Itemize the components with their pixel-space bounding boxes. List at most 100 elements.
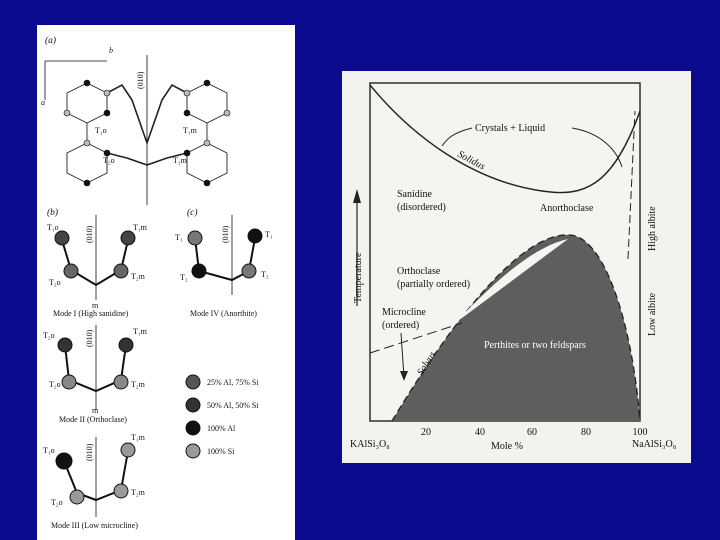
mode4-t2-right-label: T₂	[261, 270, 269, 279]
perthites-label: Perthites or two feldspars	[484, 340, 586, 351]
site-t1o-label: T₁o	[95, 126, 107, 135]
mode2-chain	[64, 344, 127, 393]
legend-50al-swatch	[185, 397, 201, 413]
x-right-endmember: NaAlSi₃O₈	[632, 439, 677, 450]
site-t2o-label: T₂o	[103, 156, 115, 165]
microcline-orthoclase-boundary	[369, 322, 463, 354]
mode1-t2m-label: T₂m	[131, 272, 146, 281]
mode2-mirror-label: (010)	[85, 329, 94, 347]
mode3-t1m-label: T₁m	[131, 433, 146, 442]
mode1-t2o-atom	[63, 263, 79, 279]
mode4-chain	[194, 237, 256, 282]
mode4-t2-left-atom	[191, 263, 207, 279]
legend-100si-label: 100% Si	[207, 447, 235, 456]
mode4-t2-left-label: T₂	[180, 273, 188, 282]
orthoclase-label: Orthoclase	[397, 266, 441, 277]
mode1-m-label: m	[92, 301, 99, 310]
mode2-t1m-label: T₁m	[133, 327, 148, 336]
x-left-endmember: KAlSi₃O₈	[350, 439, 390, 450]
mode3-t2o-label: T₂o	[51, 498, 63, 507]
axis-a-label: a	[41, 98, 45, 107]
legend-100al-swatch	[185, 420, 201, 436]
mode2-t2m-label: T₂m	[131, 380, 146, 389]
anorthoclase-label: Anorthoclase	[540, 203, 594, 214]
mode4-t1-right-atom	[247, 228, 263, 244]
legend-100al-label: 100% Al	[207, 424, 236, 433]
x-axis-label: Mole %	[491, 441, 523, 452]
feldspar-ordering-figure: (a) b a (010) T₁o T₁m T₂o T₂m (b) (010) …	[37, 25, 295, 540]
gap-edge-mask	[454, 239, 568, 324]
miscibility-gap	[392, 234, 640, 421]
mode4-t1-right-label: T₁	[265, 230, 273, 239]
crystals-liquid-label: Crystals + Liquid	[475, 123, 545, 134]
mode4-mirror-label: (010)	[221, 225, 230, 243]
mode4-caption: Mode IV (Anorthite)	[190, 309, 257, 318]
temperature-arrow-head	[353, 189, 361, 203]
mode1-t1m-label: T₁m	[133, 223, 148, 232]
mode1-mirror-label: (010)	[85, 225, 94, 243]
y-axis-label: Temperature	[353, 252, 364, 303]
mode1-caption: Mode I (High sanidine)	[53, 309, 129, 318]
site-t1m-label: T₁m	[183, 126, 198, 135]
x-tick-60: 60	[527, 427, 537, 438]
axis-b-label: b	[109, 46, 113, 55]
orthoclase-sub-label: (partially ordered)	[397, 279, 470, 290]
mode3-t2o-atom	[69, 489, 85, 505]
site-t2m-label: T₂m	[173, 156, 188, 165]
mode2-m-label: m	[92, 406, 99, 415]
microcline-arrowhead	[400, 371, 408, 381]
legend-25al-label: 25% Al, 75% Si	[207, 378, 259, 387]
ordering-diagram-svg: (a) b a (010) T₁o T₁m T₂o T₂m (b) (010) …	[41, 35, 273, 530]
mode2-t1o-atom	[57, 337, 73, 353]
mode3-chain	[63, 450, 129, 502]
mode4-t1-left-atom	[187, 230, 203, 246]
sanidine-label: Sanidine	[397, 189, 433, 200]
microcline-label: Microcline	[382, 307, 426, 318]
mode2-t2o-top-label: T₂o	[43, 331, 55, 340]
mode1-t1o-label: T₁o	[47, 223, 59, 232]
tetrahedral-nodes	[63, 79, 231, 187]
x-tick-40: 40	[475, 427, 485, 438]
crystals-liquid-arrow-left	[441, 127, 473, 147]
solidus-curve	[369, 84, 641, 194]
microcline-sub-label: (ordered)	[382, 320, 419, 331]
microcline-arrow	[400, 332, 405, 378]
axis-arrows	[44, 60, 107, 100]
mode3-caption: Mode III (Low microcline)	[51, 521, 138, 530]
mode1-chain	[61, 239, 129, 287]
mode3-t2m-label: T₂m	[131, 488, 146, 497]
x-tick-100: 100	[633, 427, 648, 438]
high-low-albite-boundary	[627, 110, 636, 260]
alkali-feldspar-phase-diagram: Temperature Crystals + Liquid Solidus Sa…	[342, 71, 691, 463]
x-tick-20: 20	[421, 427, 431, 438]
mode4-t2-right-atom	[241, 263, 257, 279]
mode1-t2o-label: T₂o	[49, 278, 61, 287]
panel-b-label: (b)	[47, 207, 58, 218]
mode1-t1o-atom	[54, 230, 70, 246]
legend-25al-swatch	[185, 374, 201, 390]
mode2-t1m-atom	[118, 337, 134, 353]
phase-diagram-svg: Temperature Crystals + Liquid Solidus Sa…	[350, 82, 677, 452]
legend: 25% Al, 75% Si 50% Al, 50% Si 100% Al 10…	[185, 374, 259, 459]
high-albite-label: High albite	[647, 206, 658, 251]
crystals-liquid-arrow-right	[571, 127, 623, 168]
panel-c-label: (c)	[187, 207, 198, 218]
sanidine-sub-label: (disordered)	[397, 202, 446, 213]
low-albite-label: Low albite	[647, 292, 658, 336]
mode1-t2m-atom	[113, 263, 129, 279]
mode3-t1o-atom	[55, 452, 73, 470]
mode3-t2m-atom	[113, 483, 129, 499]
mode2-caption: Mode II (Orthoclase)	[59, 415, 127, 424]
panel-a-label: (a)	[45, 35, 56, 46]
mode2-t2o-label: T₂o	[49, 380, 61, 389]
mode2-t2m-atom	[113, 374, 129, 390]
solvus-curve	[391, 234, 641, 422]
legend-50al-label: 50% Al, 50% Si	[207, 401, 259, 410]
mirror-plane-label: (010)	[136, 71, 145, 89]
mode3-mirror-label: (010)	[85, 443, 94, 461]
mode3-t1o-label: T₁o	[43, 446, 55, 455]
mode2-t2o-atom	[61, 374, 77, 390]
mode3-t1m-atom	[120, 442, 136, 458]
mode4-t1-left-label: T₁	[175, 233, 183, 242]
legend-100si-swatch	[185, 443, 201, 459]
